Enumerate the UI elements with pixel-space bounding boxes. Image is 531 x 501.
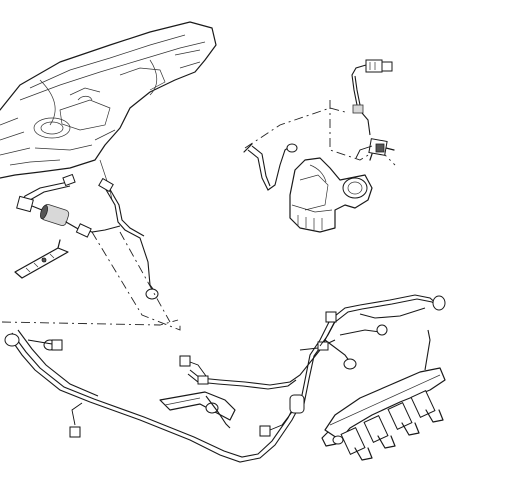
mounting-bracket <box>14 239 69 279</box>
fuel-pump-connector <box>351 59 395 161</box>
callout-2 <box>69 402 83 438</box>
callout-4 <box>259 411 293 437</box>
main-fuel-lines <box>4 294 446 463</box>
callout-6 <box>355 145 373 159</box>
vacuum-hose <box>243 143 298 191</box>
callout-1 <box>27 339 63 351</box>
canister-valve <box>289 157 373 233</box>
fuel-rail <box>321 329 446 461</box>
routing-guidelines <box>1 100 396 331</box>
fuel-tank <box>0 21 217 201</box>
callout-3 <box>179 355 207 377</box>
tank-fuel-lines <box>19 173 159 300</box>
fuel-filter <box>16 195 92 238</box>
line-bracket <box>159 391 236 429</box>
callout-5 <box>319 311 337 347</box>
